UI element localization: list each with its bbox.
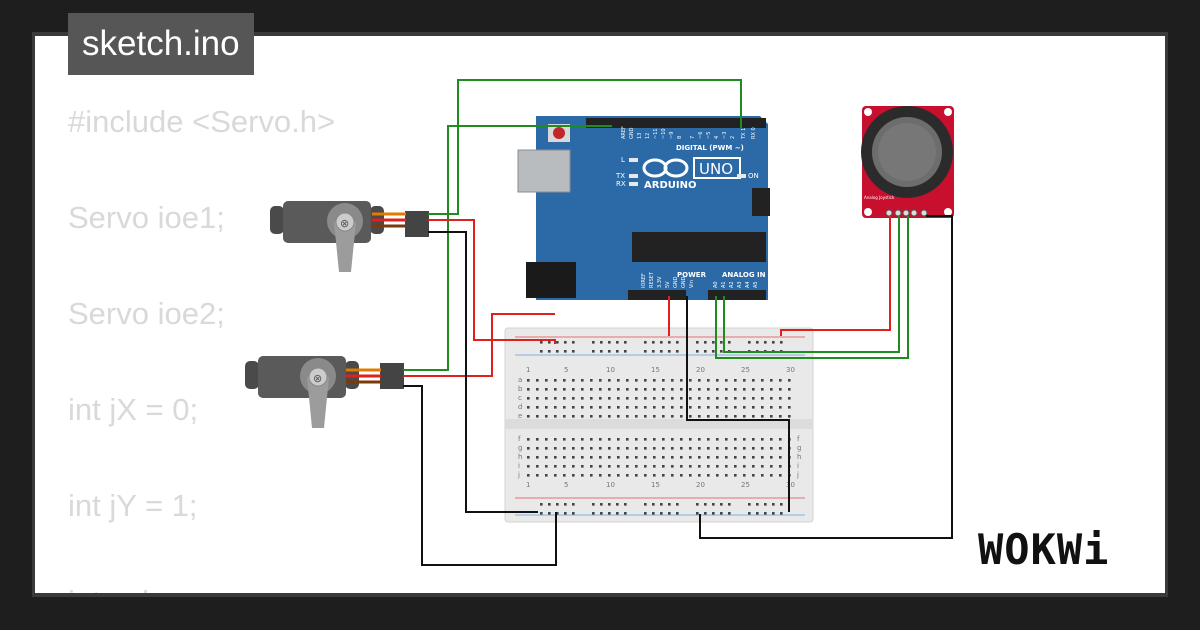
servo-motor-1[interactable]: ⊗ — [270, 201, 429, 272]
bb-col-label: 30 — [786, 481, 795, 489]
wires — [403, 79, 953, 566]
bb-col-label: 30 — [786, 366, 795, 374]
file-name-tab[interactable]: sketch.ino — [68, 13, 254, 75]
pin-label: AREF — [621, 126, 627, 139]
code-line: #include <Servo.h> — [68, 104, 336, 139]
bb-row-label: h — [797, 453, 801, 461]
bb-col-label: 10 — [606, 481, 615, 489]
servo-screw-icon: ⊗ — [313, 372, 322, 385]
bb-row-label: d — [518, 403, 522, 411]
pin-label: GND — [673, 276, 679, 288]
bb-col-label: 25 — [741, 366, 750, 374]
bb-col-label: 15 — [651, 366, 660, 374]
pin-label: A4 — [745, 281, 751, 288]
pin-label: ~3 — [722, 132, 728, 139]
breadboard[interactable]: 1 5 10 15 20 25 30 1 5 10 15 20 25 30 a … — [504, 327, 814, 523]
pin-label: RESET — [649, 271, 655, 288]
pin-label: A2 — [729, 281, 735, 288]
servo-motor-2[interactable]: ⊗ — [245, 356, 404, 428]
pin-label: A3 — [737, 281, 743, 288]
arduino-uno-board[interactable]: UNO ARDUINO DIGITAL (PWM ~) POWER ANALOG… — [517, 116, 770, 300]
pin-label: 4 — [714, 136, 720, 139]
bb-row-label: g — [518, 444, 522, 452]
bb-row-label: e — [518, 412, 522, 420]
led-rx-label: RX — [616, 180, 626, 188]
code-line: int jY = 1; — [68, 488, 198, 523]
pin-label: A5 — [753, 281, 759, 288]
pin-label: 3.3V — [657, 276, 663, 288]
bb-row-label: j — [796, 471, 799, 479]
bb-row-label: j — [517, 471, 520, 479]
joystick-label: Analog Joystick — [864, 195, 895, 200]
bb-col-label: 5 — [564, 366, 568, 374]
bb-row-label: f — [518, 435, 521, 443]
pin-label: Vin — [689, 280, 695, 288]
pin-label: IOREF — [641, 273, 647, 288]
led-tx-label: TX — [615, 172, 625, 180]
pin-label: ~6 — [698, 132, 704, 139]
bb-col-label: 1 — [526, 481, 530, 489]
pin-label: ~5 — [706, 132, 712, 139]
pin-label: 7 — [690, 136, 696, 139]
code-line: int valx — [68, 584, 164, 593]
bb-col-label: 20 — [696, 481, 705, 489]
arduino-brand: ARDUINO — [644, 180, 696, 191]
bb-col-label: 20 — [696, 366, 705, 374]
pin-label: 12 — [645, 133, 651, 139]
bb-col-label: 1 — [526, 366, 530, 374]
bb-row-label: i — [518, 462, 520, 470]
analog-joystick[interactable]: Analog Joystick — [861, 106, 954, 218]
bb-col-label: 15 — [651, 481, 660, 489]
bb-row-label: g — [797, 444, 801, 452]
pin-label: GND — [629, 127, 635, 139]
pin-label: 5V — [665, 281, 671, 288]
servo-screw-icon: ⊗ — [340, 217, 349, 230]
pin-label: A1 — [721, 281, 727, 288]
atmega-chip — [632, 232, 766, 262]
bb-row-label: c — [518, 394, 522, 402]
bb-col-label: 25 — [741, 481, 750, 489]
pin-label: ~10 — [661, 128, 667, 139]
code-line: int jX = 0; — [68, 392, 199, 427]
pin-label: 8 — [677, 136, 683, 139]
analog-label: ANALOG IN — [722, 271, 766, 279]
bb-row-label: a — [518, 376, 522, 384]
pin-label: GND — [681, 276, 687, 288]
bb-row-label: i — [797, 462, 799, 470]
code-line: Servo ioe2; — [68, 296, 225, 331]
wokwi-logo: WOKWi — [978, 525, 1110, 574]
led-l-label: L — [621, 156, 625, 164]
bb-row-label: f — [797, 435, 800, 443]
pin-label: RX 0 — [751, 127, 757, 139]
arduino-logo — [642, 157, 741, 179]
code-line: Servo ioe1; — [68, 200, 225, 235]
bb-col-label: 5 — [564, 481, 568, 489]
pin-label: A0 — [713, 281, 719, 288]
bb-row-label: h — [518, 453, 522, 461]
pin-label: TX 1 — [741, 128, 747, 140]
pin-label: 13 — [637, 133, 643, 139]
on-led-label: ON — [748, 172, 759, 180]
bb-row-label: b — [518, 385, 523, 393]
power-label: POWER — [677, 271, 707, 279]
pin-label: 2 — [730, 136, 736, 139]
pin-label: ~11 — [653, 128, 659, 139]
reset-button[interactable] — [553, 127, 565, 139]
pin-label: ~9 — [669, 132, 675, 139]
digital-label: DIGITAL (PWM ~) — [676, 144, 744, 152]
arduino-model: UNO — [699, 160, 733, 178]
bb-col-label: 10 — [606, 366, 615, 374]
